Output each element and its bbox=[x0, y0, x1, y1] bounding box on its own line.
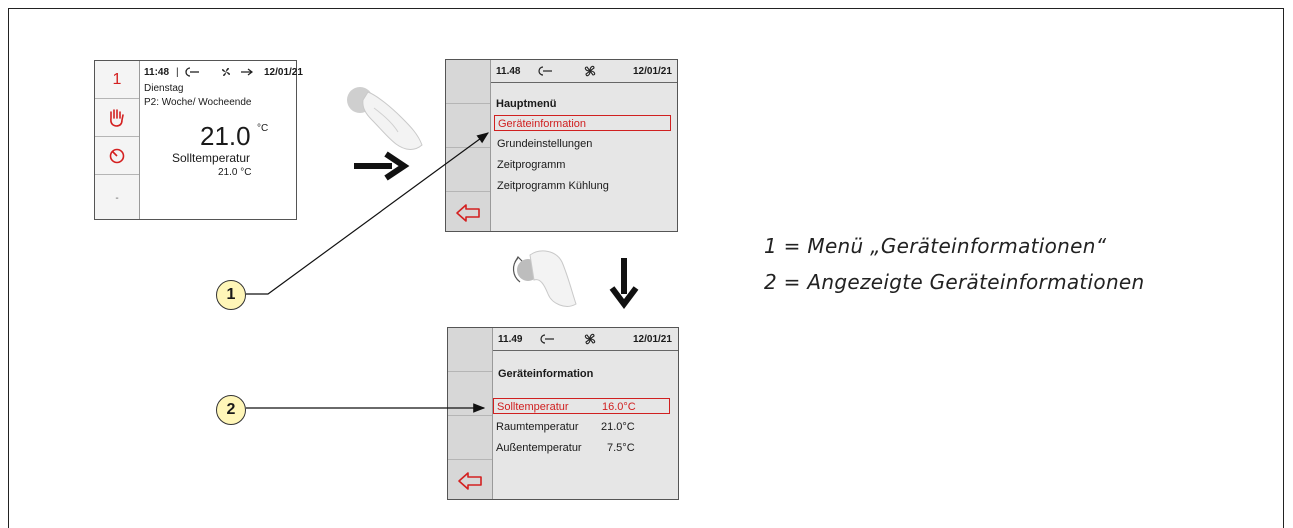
menu-main: 11.48 12/01/21 Hauptmenü Geräteinformati… bbox=[491, 60, 677, 231]
timer-cell[interactable] bbox=[95, 137, 139, 175]
flow-icon bbox=[241, 68, 253, 76]
date: 12/01/21 bbox=[264, 66, 303, 78]
menu-statusbar: 11.48 12/01/21 bbox=[491, 60, 677, 83]
press-knob-hand-icon bbox=[347, 87, 423, 150]
back-arrow-icon bbox=[458, 471, 482, 490]
info-side-cell-3 bbox=[448, 416, 492, 460]
back-arrow-icon bbox=[456, 203, 480, 222]
manual-mode-cell[interactable] bbox=[95, 99, 139, 137]
menu-item-time-program[interactable]: Zeitprogramm bbox=[497, 159, 566, 171]
setpoint-value: 21.0 °C bbox=[218, 167, 252, 178]
temperature-unit: °C bbox=[257, 123, 269, 134]
weekday: Dienstag bbox=[144, 83, 184, 94]
home-screen: 1 - 11:48 | bbox=[94, 60, 303, 220]
info-title: Geräteinformation bbox=[498, 368, 594, 380]
info-screen: 11.49 12/01/21 Geräteinformation Solltem… bbox=[447, 327, 679, 500]
dash-label: - bbox=[115, 192, 119, 204]
home-sidebar: 1 - bbox=[95, 61, 140, 219]
heat-source-icon bbox=[185, 67, 199, 77]
info-row-label: Raumtemperatur bbox=[496, 421, 579, 433]
menu-item-device-info[interactable]: Geräteinformation bbox=[494, 115, 671, 131]
heat-source-icon bbox=[540, 334, 554, 344]
time-program: P2: Woche/ Wocheende bbox=[144, 97, 252, 108]
menu-side-cell-3 bbox=[446, 148, 490, 192]
menu-screen: 11.48 12/01/21 Hauptmenü Geräteinformati… bbox=[445, 59, 678, 232]
hand-icon bbox=[110, 108, 124, 127]
status-separator: | bbox=[176, 66, 179, 78]
info-main: 11.49 12/01/21 Geräteinformation Solltem… bbox=[493, 328, 678, 499]
info-statusbar: 11.49 12/01/21 bbox=[493, 328, 678, 351]
menu-side-cell-1 bbox=[446, 60, 490, 104]
callout-2: 2 bbox=[216, 395, 246, 425]
back-button[interactable] bbox=[446, 192, 490, 233]
clock: 11.49 bbox=[498, 334, 523, 345]
info-row-outdoor[interactable]: Außentemperatur 7.5°C bbox=[493, 440, 670, 456]
menu-item-cooling-program[interactable]: Zeitprogramm Kühlung bbox=[497, 180, 609, 192]
fan-icon bbox=[584, 65, 596, 77]
sidebar-number: 1 bbox=[112, 70, 122, 88]
menu-title: Hauptmenü bbox=[496, 98, 557, 110]
setpoint-label: Solltemperatur bbox=[172, 151, 251, 165]
info-row-value: 7.5°C bbox=[607, 442, 635, 454]
back-button[interactable] bbox=[448, 460, 492, 501]
heat-source-icon bbox=[538, 66, 552, 76]
callout-1-leader bbox=[246, 132, 489, 295]
info-row-value: 16.0°C bbox=[602, 401, 636, 413]
home-statusbar: 11:48 | 12/01/21 bbox=[140, 61, 303, 83]
info-row-label: Außentemperatur bbox=[496, 442, 582, 454]
date: 12/01/21 bbox=[633, 334, 672, 345]
clock: 11.48 bbox=[496, 66, 521, 77]
empty-cell: - bbox=[95, 175, 139, 221]
info-row-label: Solltemperatur bbox=[497, 401, 569, 413]
legend-line-2: 2 = Angezeigte Geräteinformationen bbox=[764, 270, 1145, 294]
date: 12/01/21 bbox=[633, 66, 672, 77]
info-row-room[interactable]: Raumtemperatur 21.0°C bbox=[493, 419, 670, 435]
fan-icon bbox=[584, 333, 596, 345]
info-side-cell-2 bbox=[448, 372, 492, 416]
next-step-arrow-right bbox=[354, 151, 410, 181]
info-side-cell-1 bbox=[448, 328, 492, 372]
fan-icon bbox=[222, 68, 230, 76]
menu-sidebar bbox=[446, 60, 491, 231]
info-sidebar bbox=[448, 328, 493, 499]
info-row-setpoint[interactable]: Solltemperatur 16.0°C bbox=[493, 398, 670, 414]
timer-icon bbox=[109, 148, 125, 163]
callout-1: 1 bbox=[216, 280, 246, 310]
home-main: 11:48 | 12/01/21 Dienstag P2: Woche/ Woc… bbox=[140, 61, 303, 219]
info-row-value: 21.0°C bbox=[601, 421, 635, 433]
legend-line-1: 1 = Menü „Geräteinformationen“ bbox=[764, 234, 1107, 258]
turn-knob-hand-icon bbox=[512, 250, 577, 307]
sidebar-number-cell[interactable]: 1 bbox=[95, 61, 139, 99]
current-temperature: 21.0 bbox=[200, 121, 251, 151]
next-step-arrow-down bbox=[609, 258, 639, 309]
menu-item-basic-settings[interactable]: Grundeinstellungen bbox=[497, 138, 593, 150]
clock: 11:48 bbox=[144, 66, 170, 78]
diagram-frame bbox=[8, 8, 1284, 528]
